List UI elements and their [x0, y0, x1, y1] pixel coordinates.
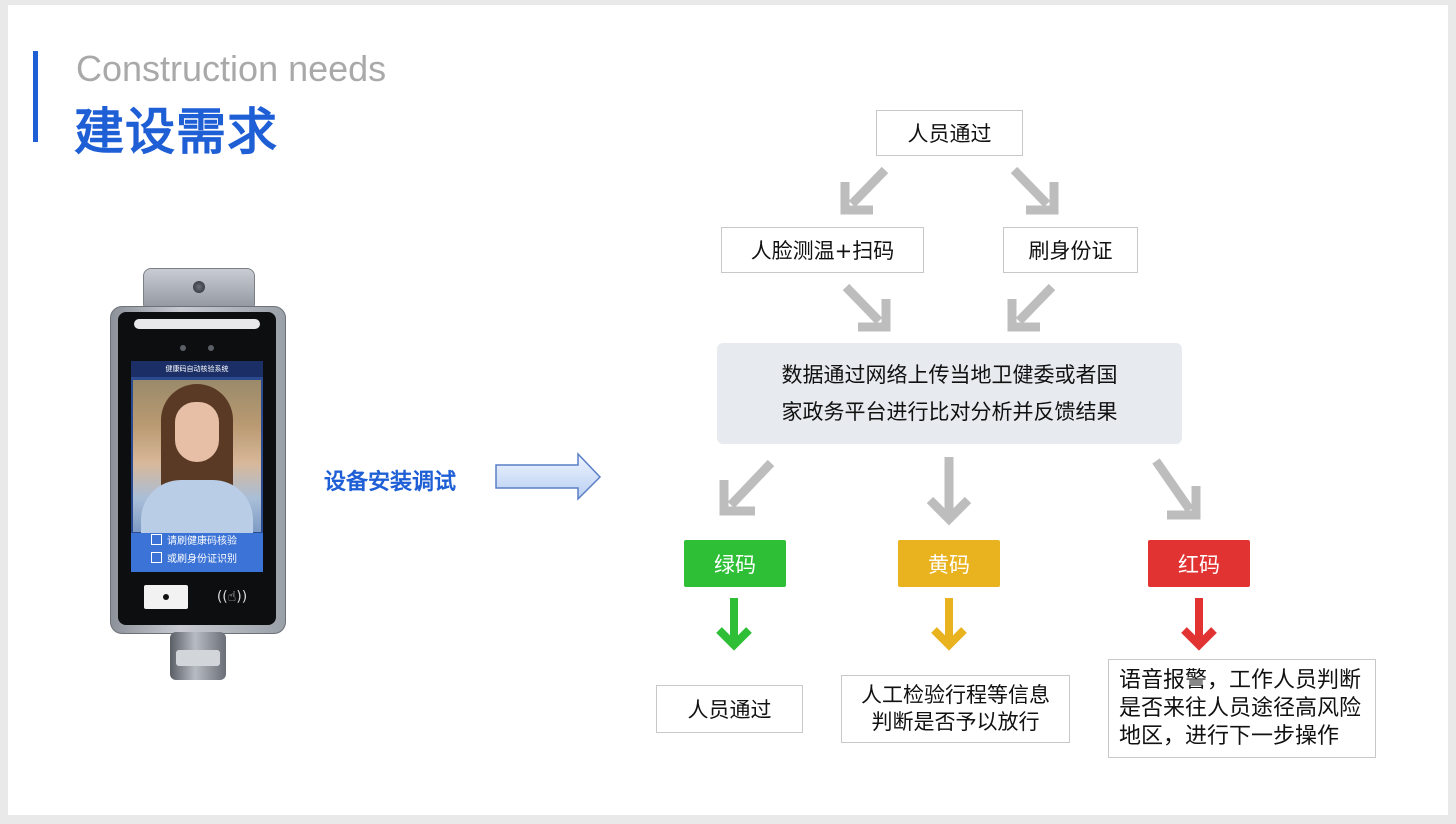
portrait-shirt — [141, 480, 253, 540]
arrow-down-right-icon — [842, 283, 891, 332]
screen-instructions: 请刷健康码核验 或刷身份证识别 — [131, 533, 263, 572]
yellow-code-badge: 黄码 — [898, 540, 1000, 587]
face-temperature-scan-box: 人脸测温+扫码 — [721, 227, 924, 273]
red-code-badge: 红码 — [1148, 540, 1250, 587]
qr-scan-icon — [151, 534, 162, 545]
device-screen: 健康码自动核验系统 请刷健康码核验 或刷身份证识别 — [131, 361, 263, 572]
red-result-box: 语音报警，工作人员判断 是否来往人员途径高风险 地区，进行下一步操作 — [1108, 659, 1376, 758]
id-card-icon — [151, 552, 162, 563]
page-title: 建设需求 — [74, 103, 278, 161]
data-upload-line-2: 家政务平台进行比对分析并反馈结果 — [781, 399, 1118, 424]
arrow-down-right-icon — [1152, 458, 1201, 520]
red-down-arrow-icon — [1181, 598, 1217, 651]
qr-scanner-window — [144, 585, 188, 609]
red-result-line-2: 是否来往人员途径高风险 — [1119, 695, 1362, 721]
yellow-result-line-1: 人工检验行程等信息 — [861, 683, 1050, 707]
yellow-result-box: 人工检验行程等信息 判断是否予以放行 — [841, 675, 1070, 743]
green-code-badge: 绿码 — [684, 540, 786, 587]
arrow-down-left-icon — [719, 459, 775, 516]
screen-title: 健康码自动核验系统 — [131, 361, 263, 377]
sensor-dot-icon — [180, 345, 186, 351]
data-upload-line-1: 数据通过网络上传当地卫健委或者国 — [781, 362, 1118, 387]
screen-instruction-1: 请刷健康码核验 — [167, 536, 237, 547]
pole-ring — [176, 650, 220, 666]
arrow-down-left-icon — [840, 166, 889, 215]
flow-start-box: 人员通过 — [876, 110, 1023, 156]
data-upload-box: 数据通过网络上传当地卫健委或者国 家政务平台进行比对分析并反馈结果 — [717, 343, 1182, 444]
camera-lens-icon — [193, 281, 205, 293]
install-label: 设备安装调试 — [324, 470, 457, 495]
scanner-lens-icon — [163, 594, 169, 600]
portrait-photo — [133, 380, 261, 540]
screen-instruction-2: 或刷身份证识别 — [167, 554, 237, 565]
fill-light-strip — [134, 319, 260, 329]
red-result-line-1: 语音报警，工作人员判断 — [1119, 667, 1362, 693]
sensor-dot-icon — [208, 345, 214, 351]
green-down-arrow-icon — [716, 598, 752, 651]
arrow-down-icon — [926, 457, 972, 526]
yellow-down-arrow-icon — [931, 598, 967, 651]
red-result-line-3: 地区，进行下一步操作 — [1119, 723, 1340, 749]
arrow-down-left-icon — [1007, 283, 1056, 332]
id-card-swipe-box: 刷身份证 — [1003, 227, 1138, 273]
camera-head — [143, 268, 255, 312]
subtitle-english: Construction needs — [76, 48, 387, 89]
yellow-result-line-2: 判断是否予以放行 — [871, 710, 1040, 734]
green-result-box: 人员通过 — [656, 685, 803, 733]
nfc-icon: ((☝)) — [216, 589, 248, 605]
portrait-face — [175, 402, 219, 462]
arrow-down-right-icon — [1010, 166, 1059, 215]
right-arrow-icon — [495, 452, 602, 501]
title-accent-bar — [33, 51, 38, 142]
